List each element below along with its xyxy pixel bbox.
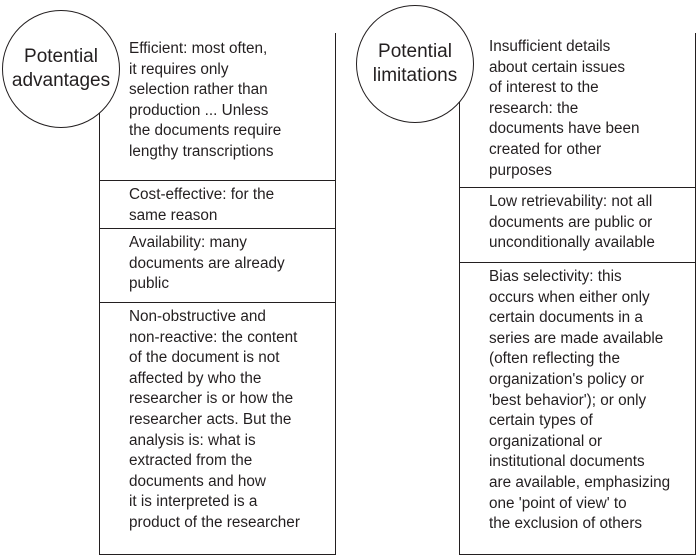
potential-advantages-circle: Potential advantages xyxy=(2,10,120,128)
advantage-text-non-obstructive: Non-obstructive and non-reactive: the co… xyxy=(129,308,300,531)
advantage-box-cost-effective: Cost-effective: for the same reason xyxy=(99,180,336,229)
limitation-text-low-retrievability: Low retrievability: not all documents ar… xyxy=(489,193,655,252)
limitation-box-insufficient-details: Insufficient details about certain issue… xyxy=(459,33,696,188)
potential-limitations-label: Potential limitations xyxy=(372,41,458,86)
limitation-box-bias-selectivity: Bias selectivity: this occurs when eithe… xyxy=(459,262,696,555)
advantage-text-efficient: Efficient: most often, it requires only … xyxy=(129,40,282,160)
limitation-box-low-retrievability: Low retrievability: not all documents ar… xyxy=(459,187,696,263)
limitation-text-insufficient-details: Insufficient details about certain issue… xyxy=(489,38,640,179)
advantage-box-availability: Availability: many documents are already… xyxy=(99,228,336,303)
advantage-text-availability: Availability: many documents are already… xyxy=(129,234,285,293)
potential-limitations-circle: Potential limitations xyxy=(356,5,474,123)
advantage-box-efficient: Efficient: most often, it requires only … xyxy=(99,33,336,181)
advantage-box-non-obstructive: Non-obstructive and non-reactive: the co… xyxy=(99,302,336,555)
advantage-text-cost-effective: Cost-effective: for the same reason xyxy=(129,186,275,224)
potential-advantages-label: Potential advantages xyxy=(11,46,111,91)
limitation-text-bias-selectivity: Bias selectivity: this occurs when eithe… xyxy=(489,268,671,533)
